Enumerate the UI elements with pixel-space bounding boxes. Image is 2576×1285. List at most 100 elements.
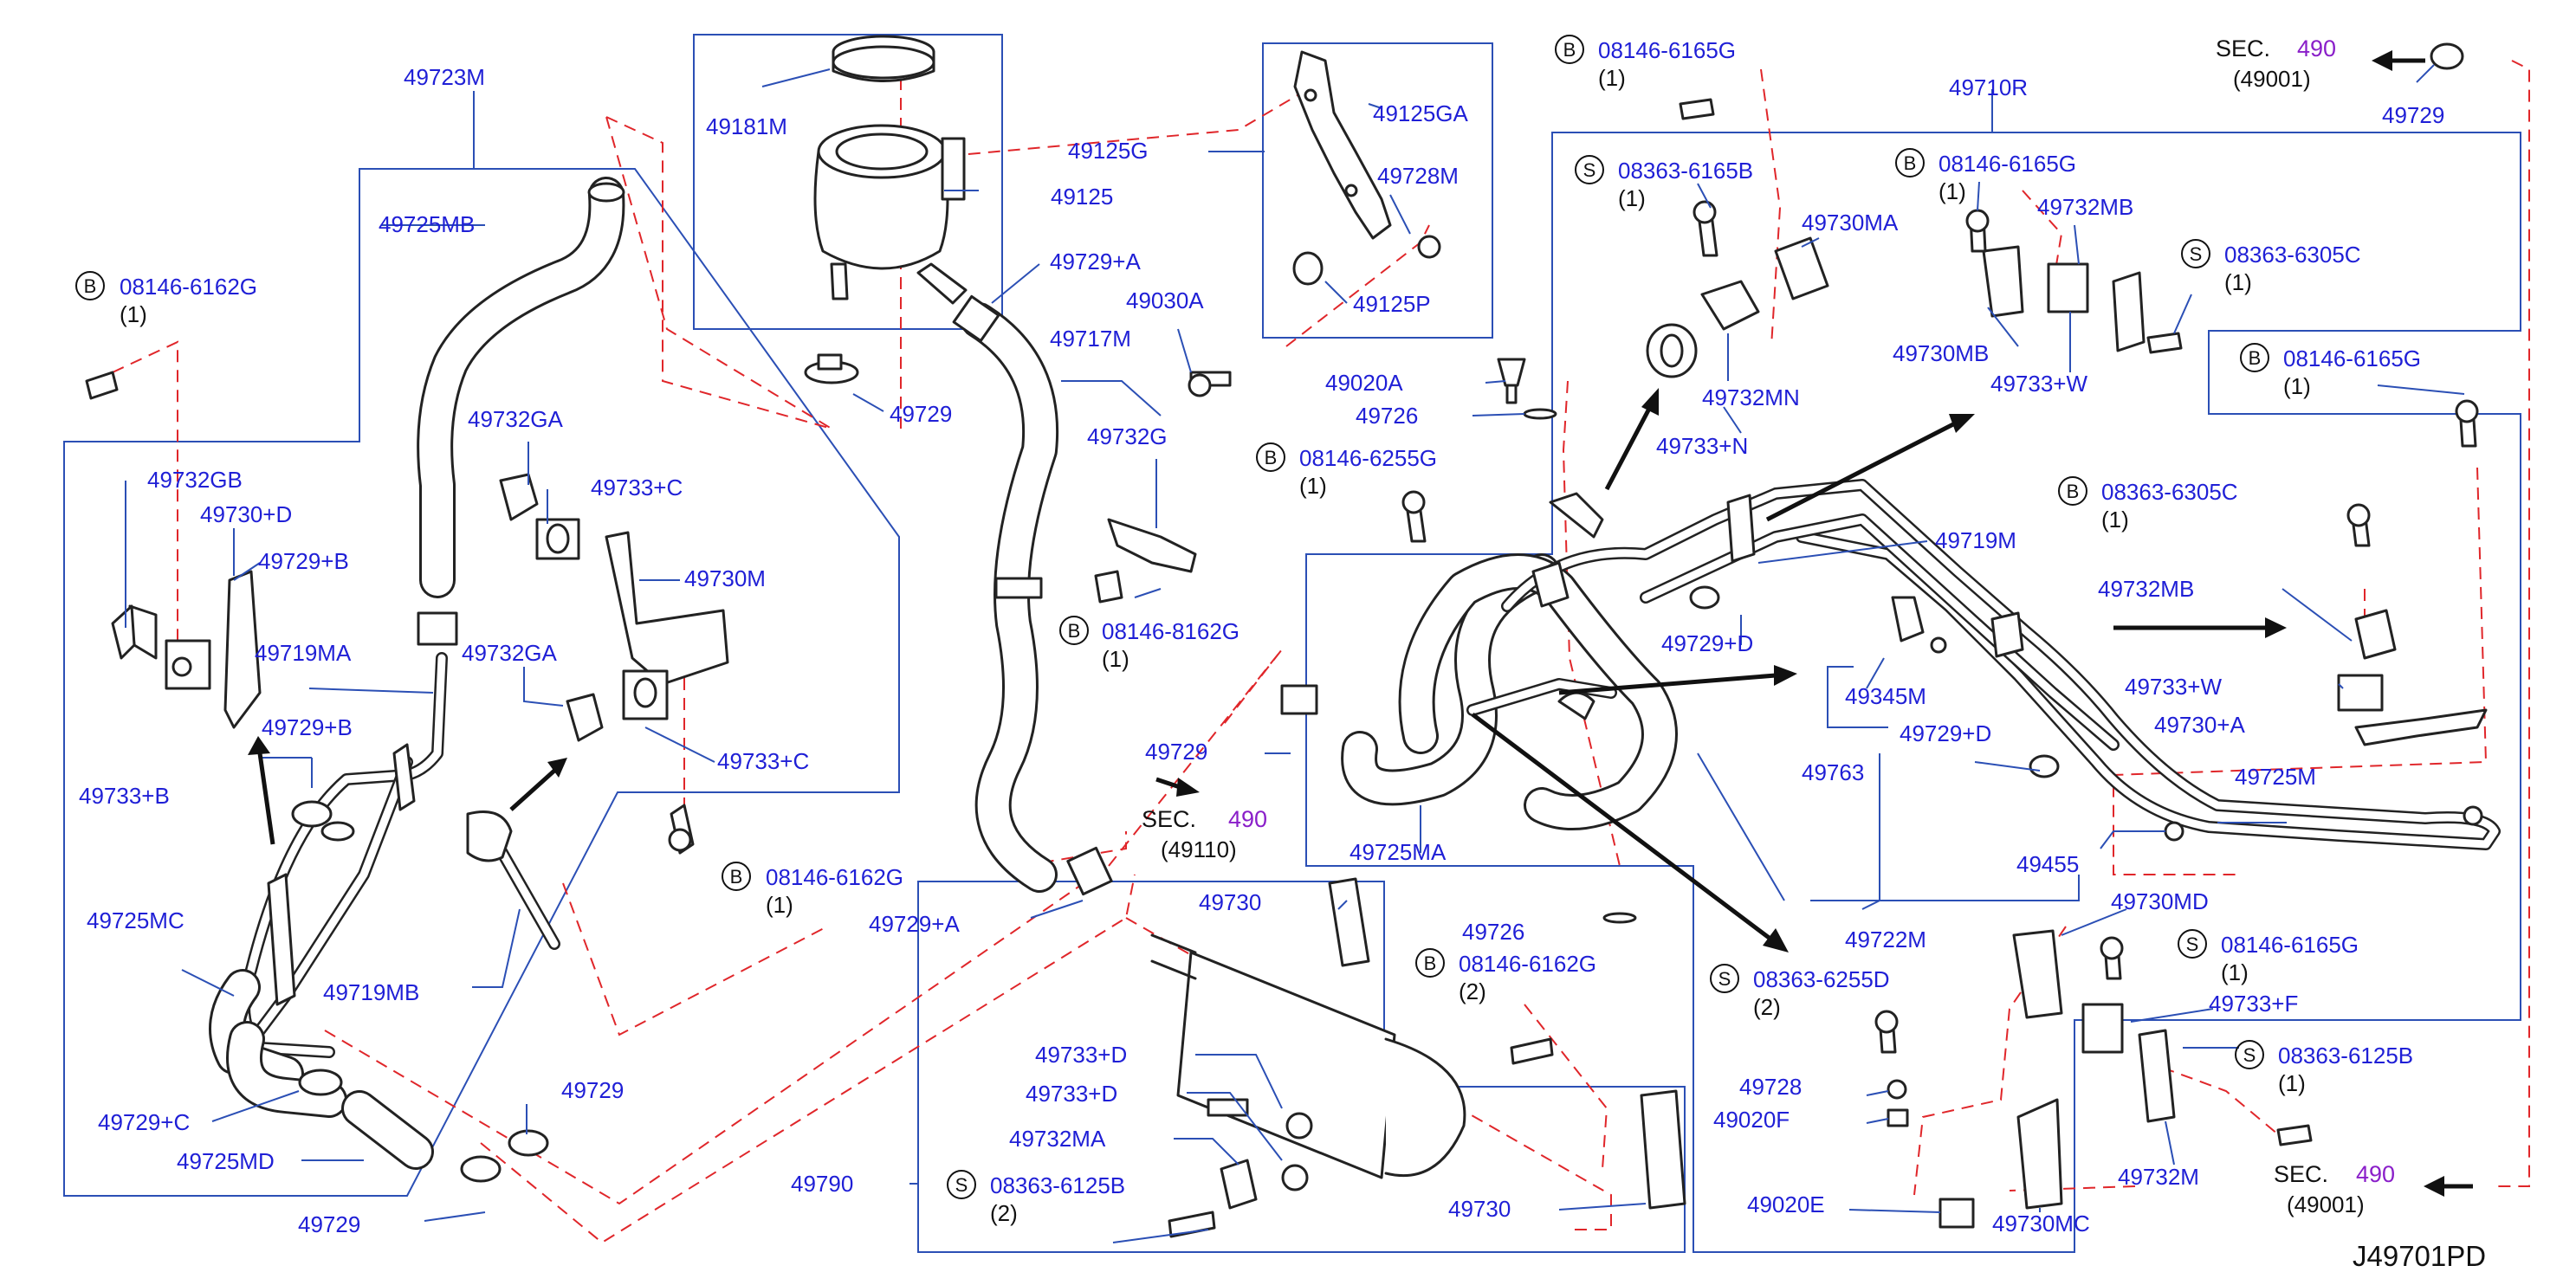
part-label: 49730MC (1992, 1211, 2090, 1237)
frame-left-hose-group (63, 168, 900, 1197)
leader (1801, 237, 1820, 248)
part-label: 49730MA (1802, 210, 1899, 236)
section-ref-49001-bottom: SEC. 490 (49001) (2274, 1161, 2395, 1217)
svg-text:490: 490 (2356, 1161, 2395, 1187)
leader (1030, 900, 1084, 919)
part-label: 49181M (706, 113, 787, 139)
leader (1866, 1118, 1889, 1124)
leader (472, 908, 521, 988)
leader (1174, 1138, 1239, 1166)
bracket-49730D (223, 570, 262, 729)
hose-clamp (804, 353, 859, 384)
part-label: 49020F (1713, 1107, 1790, 1133)
pipe-assembly-49719M (1466, 479, 2501, 850)
bolt-mark-circle: B (2240, 343, 2269, 372)
part-label: 49729 (1145, 739, 1207, 765)
part-label: 49729 (298, 1211, 360, 1237)
leader (1861, 753, 1880, 910)
section-ref-49001-top: SEC. 490 (49001) (2216, 36, 2336, 92)
part-label: 49020E (1747, 1191, 1825, 1217)
leader (1810, 875, 2080, 901)
leader (211, 1090, 300, 1122)
svg-text:B: B (84, 275, 97, 297)
arrow-head (2265, 617, 2287, 638)
clamp-49729D (1689, 585, 2060, 778)
bolt-mark-circle: B (1256, 442, 1285, 472)
ref-line (112, 340, 178, 645)
bolt-mark-circle: B (1555, 35, 1584, 64)
hose-49717M (952, 294, 1113, 896)
part-label: 49729+D (1661, 630, 1753, 656)
bolt-qty: (1) (766, 892, 793, 918)
svg-text:B: B (1424, 952, 1437, 974)
leader (1827, 666, 1888, 728)
bracket-49730M (605, 531, 729, 686)
leader (1177, 328, 1192, 373)
group-section-refs: SEC. 490 (49110) SEC. 490 (49001) SEC. 4… (1142, 36, 2395, 1217)
arrow-indicator (1765, 422, 1955, 522)
bolt-qty: (1) (1102, 646, 1129, 672)
svg-text:B: B (2249, 347, 2262, 369)
bracket-49732M (2138, 1029, 2176, 1123)
cooler-49790 (1150, 933, 1466, 1191)
part-label: 49729+A (1050, 249, 1141, 274)
svg-text:B: B (1068, 620, 1081, 642)
svg-text:S: S (2243, 1044, 2256, 1066)
part-label: 49723M (404, 64, 485, 90)
leader (308, 688, 434, 694)
hose-49725MD (341, 1090, 434, 1170)
bolt-code: 08363-6305C (2101, 479, 2238, 505)
bolt-08146-6255G (1401, 490, 1427, 543)
svg-text:S: S (1583, 159, 1596, 181)
svg-text:S: S (2190, 243, 2203, 265)
bracket-49732MB-mid (2354, 609, 2397, 660)
leader (1987, 307, 2019, 347)
arrow-indicator (257, 752, 275, 845)
bolt-code: 08146-6165G (2221, 932, 2359, 958)
grommet-49733F (2081, 1003, 2124, 1054)
bolt-mark-circle: B (1415, 948, 1445, 978)
ref-line (1760, 68, 1782, 347)
leader (1723, 406, 1742, 434)
part-label: 49790 (791, 1171, 853, 1197)
leader (2416, 64, 2435, 83)
svg-text:(49001): (49001) (2287, 1191, 2365, 1217)
leader (1485, 380, 1506, 384)
part-label: 49020A (1325, 370, 1403, 396)
bolt-qty: (2) (1753, 994, 1781, 1020)
bolt-qty: (1) (1938, 178, 1966, 204)
bolt-code: 08146-8162G (1102, 618, 1239, 644)
bolt-qty: (1) (2224, 269, 2252, 295)
bolt-qty: (2) (990, 1200, 1018, 1226)
part-label: 49725M (2235, 764, 2316, 790)
part-label: 49733+C (717, 748, 809, 774)
arrow-head (1774, 665, 1797, 686)
leader (1974, 761, 2041, 772)
bolt-mark-circle: B (75, 271, 105, 300)
part-label: 49763 (1802, 759, 1864, 785)
leader (1866, 657, 1885, 689)
group-frames (63, 34, 2521, 1253)
bolt-code: 08146-6162G (1459, 951, 1596, 977)
reservoir-bracket (1292, 50, 1441, 286)
arrow-indicator (1558, 673, 1777, 695)
bolt-qty: (1) (2101, 507, 2129, 533)
bracket-49730-bot (1640, 1089, 1686, 1210)
bolt-49020A (1497, 358, 1526, 404)
bracket-49732MB-top (2112, 271, 2146, 352)
grommet-49733C-1 (535, 518, 580, 560)
part-label: 49730+D (200, 501, 292, 527)
svg-text:SEC.: SEC. (1142, 806, 1196, 832)
bolt-mark-circle: B (1895, 148, 1925, 178)
reservoir-tank (813, 124, 968, 305)
part-label: 49725MB (379, 211, 475, 237)
bolt-code: 08146-6162G (120, 274, 257, 300)
fittings-49728-49020F (1887, 1079, 1909, 1127)
arrow-head (547, 758, 567, 778)
leader (1324, 281, 1348, 304)
part-label: 49719MB (323, 979, 419, 1005)
bolt-qty: (1) (120, 301, 147, 327)
part-label: 49725MC (87, 907, 184, 933)
bolt-mark-circle: S (947, 1170, 976, 1199)
part-label: 49733+N (1656, 433, 1748, 459)
